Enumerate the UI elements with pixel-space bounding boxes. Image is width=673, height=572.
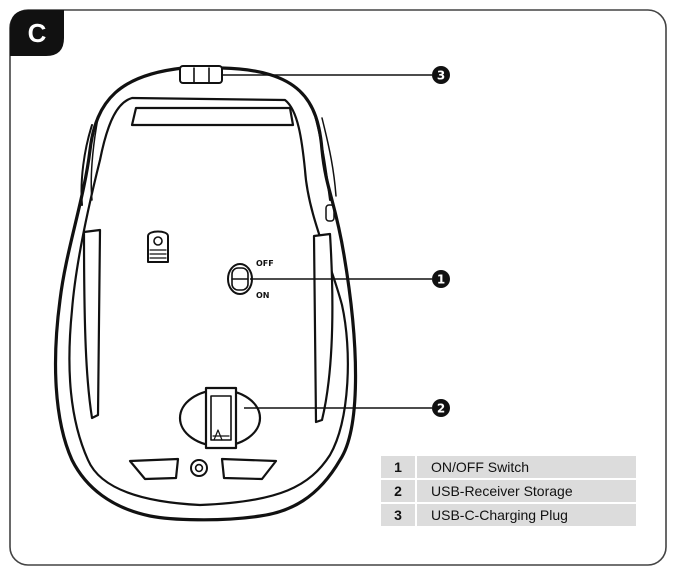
legend-number: 1 <box>381 456 415 478</box>
legend-label: ON/OFF Switch <box>415 456 636 478</box>
callout-marker-3: 3 <box>432 66 450 84</box>
legend-label: USB-C-Charging Plug <box>415 504 636 526</box>
section-tab <box>10 10 64 56</box>
legend-number: 2 <box>381 480 415 502</box>
legend-row: 3 USB-C-Charging Plug <box>381 504 636 526</box>
callout-number: 2 <box>437 402 445 416</box>
callout-marker-1: 1 <box>432 270 450 288</box>
callout-number: 1 <box>437 273 445 287</box>
legend-table: 1 ON/OFF Switch 2 USB-Receiver Storage 3… <box>381 454 636 528</box>
legend-row: 1 ON/OFF Switch <box>381 456 636 478</box>
figure-frame <box>9 9 667 566</box>
mouse-bottom-illustration <box>53 65 358 522</box>
callout-marker-2: 2 <box>432 399 450 417</box>
legend-row: 2 USB-Receiver Storage <box>381 480 636 502</box>
section-label: C <box>27 17 47 48</box>
switch-on-label: ON <box>256 291 270 300</box>
legend-number: 3 <box>381 504 415 526</box>
callout-number: 3 <box>437 69 445 83</box>
legend-label: USB-Receiver Storage <box>415 480 636 502</box>
switch-off-label: OFF <box>256 259 274 268</box>
